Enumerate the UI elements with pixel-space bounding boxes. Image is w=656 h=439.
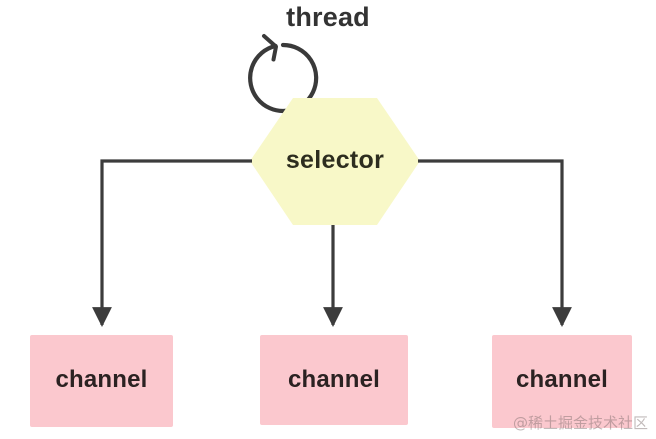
channel-box-0[interactable] <box>30 335 173 427</box>
channel-node-label-0: channel <box>55 366 148 393</box>
watermark: @稀土掘金技术社区 <box>512 414 648 432</box>
selector-node-label: selector <box>285 146 385 174</box>
channel-box-1[interactable] <box>260 335 408 425</box>
channel-node-label-1: channel <box>287 366 381 393</box>
thread-node-label: thread <box>286 2 370 32</box>
edge-selector-to-channel-0 <box>92 159 252 327</box>
selector-hexagon[interactable] <box>250 98 420 225</box>
channel-box-2[interactable] <box>492 335 632 428</box>
edge-selector-to-channel-2 <box>418 159 572 327</box>
channel-node-label-2: channel <box>515 366 609 393</box>
